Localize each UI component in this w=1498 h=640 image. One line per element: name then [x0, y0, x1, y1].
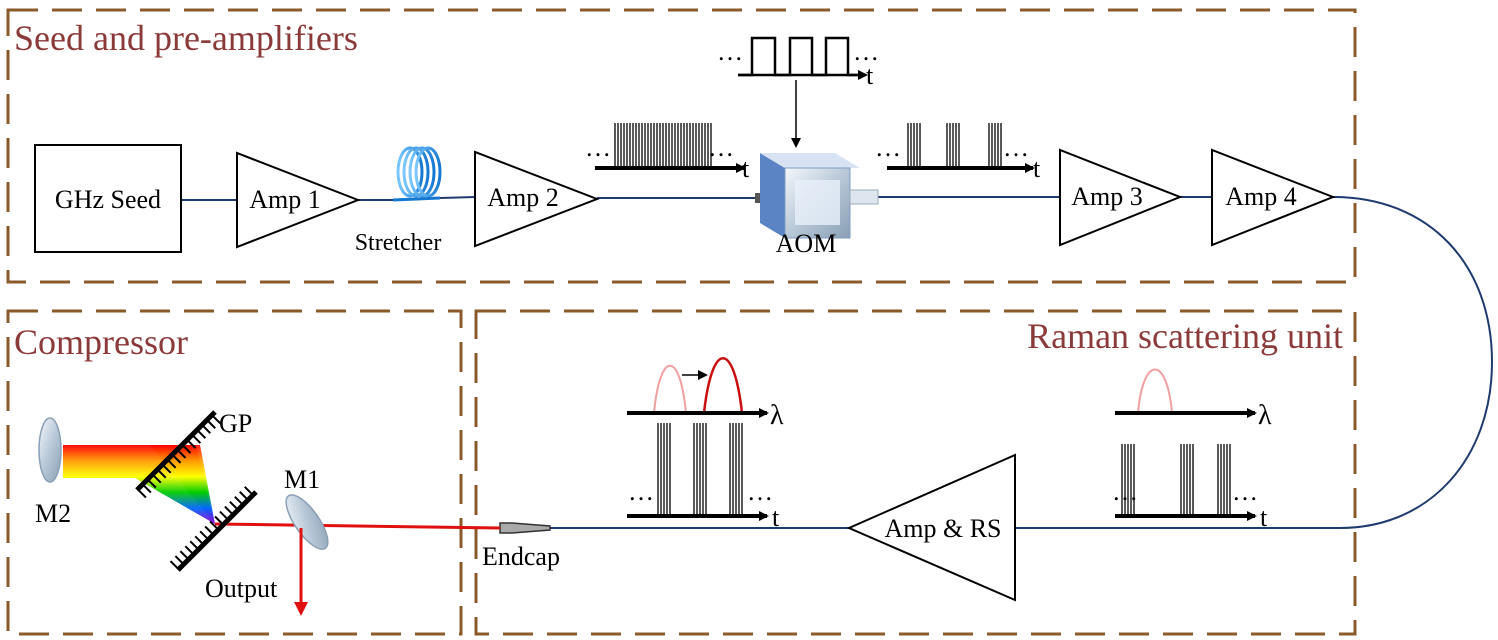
m1-label: M1 [284, 465, 320, 494]
raman-section-frame [474, 309, 1357, 636]
raman-section-title: Raman scattering unit [1027, 316, 1343, 356]
stretcher-label: Stretcher [355, 230, 442, 256]
fiber-path [181, 196, 1494, 529]
m2-label: M2 [35, 499, 71, 528]
input-spectrum-plot [1115, 368, 1257, 418]
pulse-train-bursts [887, 123, 1035, 173]
fiber-coil-icon [392, 146, 442, 202]
amp1-triangle [236, 151, 361, 249]
output-pulse-t-label: t [772, 503, 780, 532]
input-pulse-ellipsis-left: … [1112, 477, 1138, 506]
ghz-seed-box [34, 144, 182, 253]
aom-drive-signal [738, 36, 868, 148]
aom-label: AOM [776, 229, 837, 258]
output-beam [214, 522, 501, 530]
grating-icon-lower [169, 483, 258, 572]
amp4-label: Amp 4 [1225, 182, 1297, 211]
output-label: Output [205, 574, 278, 603]
input-pulse-train [1115, 444, 1257, 521]
aom-signal-t-label: t [866, 61, 874, 90]
shifted-spectrum-lambda: λ [770, 400, 784, 431]
dispersed-beam-fan [150, 445, 215, 524]
ghz-seed-label: GHz Seed [55, 185, 161, 214]
amp3-label: Amp 3 [1071, 182, 1143, 211]
m1-mirror-icon [285, 494, 329, 550]
modulator-block-icon [755, 153, 879, 239]
grating-icon [135, 410, 224, 499]
mirror-icon [38, 417, 62, 483]
output-pulse-ellipsis-left: … [628, 477, 654, 506]
pulse-burst-ellipsis-right: … [1003, 133, 1029, 162]
pulse-burst-t-label: t [1033, 154, 1041, 183]
endcap-icon [499, 522, 551, 534]
amp2-triangle [474, 150, 600, 248]
seed-section-title: Seed and pre-amplifiers [14, 18, 358, 58]
gp-label: GP [219, 409, 252, 438]
input-pulse-t-label: t [1260, 503, 1268, 532]
amp-rs-label: Amp & RS [884, 514, 1001, 543]
amp2-label: Amp 2 [487, 183, 559, 212]
seed-section-frame [6, 8, 1357, 284]
shifted-spectrum-plot [627, 357, 769, 418]
aom-signal-ellipsis-right: … [853, 37, 879, 66]
amp1-label: Amp 1 [249, 185, 321, 214]
pulse-train-dense [595, 123, 746, 173]
amp-rs-triangle [846, 453, 1016, 602]
compressor-section-title: Compressor [14, 322, 188, 362]
compressor-section-frame [6, 309, 463, 636]
aom-signal-ellipsis-left: … [717, 37, 743, 66]
pulse-dense-ellipsis-left: … [585, 133, 611, 162]
endcap-label: Endcap [482, 542, 560, 571]
input-spectrum-lambda: λ [1258, 400, 1272, 431]
pulse-burst-ellipsis-left: … [875, 133, 901, 162]
amp4-triangle [1211, 148, 1336, 247]
amp3-triangle [1059, 148, 1183, 247]
output-pulse-train [627, 423, 769, 521]
input-pulse-ellipsis-right: … [1232, 477, 1258, 506]
pulse-dense-t-label: t [742, 154, 750, 183]
pulse-dense-ellipsis-right: … [708, 133, 734, 162]
output-pulse-ellipsis-right: … [747, 477, 773, 506]
